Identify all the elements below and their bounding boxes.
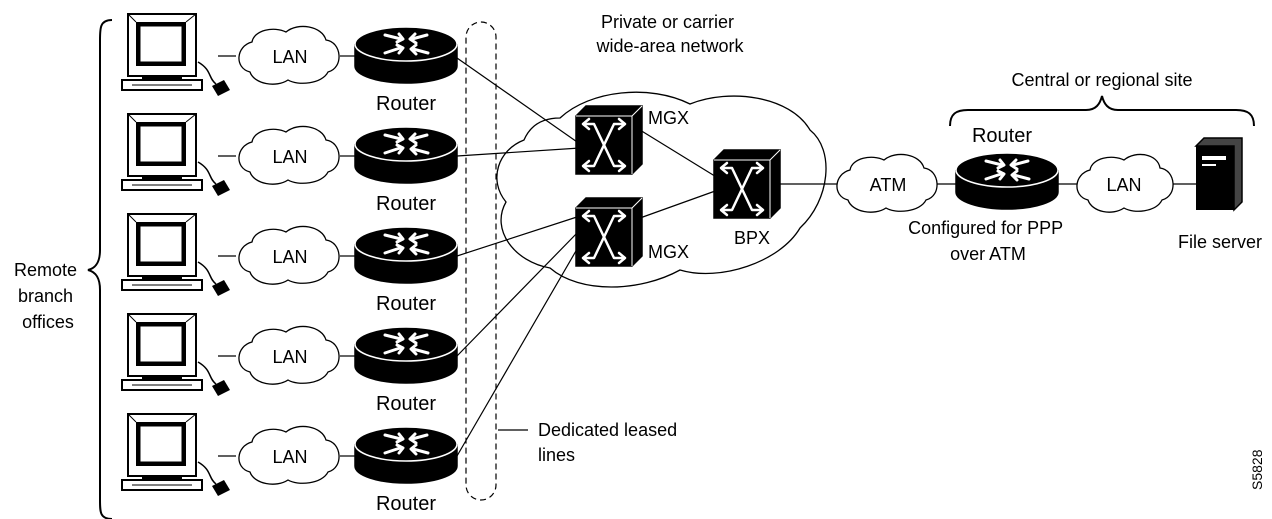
remote-label-line3: offices xyxy=(22,312,74,332)
file-server-label: File server xyxy=(1178,232,1262,252)
svg-text:Configured for PPP over AT: Configured for PPP over ATM xyxy=(908,218,1068,264)
router-label: Router xyxy=(376,493,436,515)
branch-office: LAN Router xyxy=(121,13,459,115)
mgx-bpx-link-1 xyxy=(639,129,719,179)
lan-label: LAN xyxy=(272,47,307,67)
mgx-top-label: MGX xyxy=(648,108,689,128)
remote-offices-brace xyxy=(87,19,113,519)
atm-label: ATM xyxy=(870,175,907,195)
branch-office: LAN Router xyxy=(121,213,459,315)
router-icon xyxy=(353,325,459,385)
central-router xyxy=(954,151,1060,211)
wan-label-line1: Private or carrier xyxy=(601,12,734,32)
lan-cloud xyxy=(238,225,340,285)
mgx-switch-bottom xyxy=(574,196,644,268)
branch-office: LAN Router xyxy=(121,413,459,515)
lan-cloud xyxy=(238,425,340,485)
central-site-brace xyxy=(949,95,1255,127)
lan-cloud xyxy=(238,125,340,185)
central-router-label: Router xyxy=(972,125,1032,147)
router-icon xyxy=(353,125,459,185)
lan-label: LAN xyxy=(272,347,307,367)
lan-label: LAN xyxy=(272,447,307,467)
bpx-switch xyxy=(712,148,782,220)
bpx-label: BPX xyxy=(734,228,770,248)
router-icon xyxy=(353,25,459,85)
workstation-icon xyxy=(121,13,231,97)
file-server-icon xyxy=(1195,137,1243,211)
leased-lines xyxy=(456,57,581,457)
mgx-bottom-label: MGX xyxy=(648,242,689,262)
svg-text:Remote branch offices: Remote branch offices xyxy=(14,260,82,332)
mgx-bpx-link-2 xyxy=(639,189,719,219)
figure-id: S5828 xyxy=(1249,449,1265,490)
central-site-label: Central or regional site xyxy=(1011,70,1192,90)
router-label: Router xyxy=(376,293,436,315)
central-lan-label: LAN xyxy=(1106,175,1141,195)
central-lan-cloud xyxy=(1076,153,1174,213)
lan-cloud xyxy=(238,325,340,385)
router-icon xyxy=(353,425,459,485)
svg-text:Dedicated leased lines: Dedicated leased lines xyxy=(538,420,682,465)
workstation-icon xyxy=(121,113,231,197)
leased-lines-bracket xyxy=(465,21,497,501)
workstation-icon xyxy=(121,413,231,497)
atm-cloud xyxy=(836,153,938,213)
leased-label-line2: lines xyxy=(538,445,575,465)
router-icon xyxy=(353,225,459,285)
remote-label-line2: branch xyxy=(18,286,73,306)
router-label: Router xyxy=(376,393,436,415)
svg-text:Private or carrier wide-ar: Private or carrier wide-area network xyxy=(595,12,744,56)
config-label-line1: Configured for PPP xyxy=(908,218,1063,238)
remote-label-line1: Remote xyxy=(14,260,77,280)
branch-office: LAN Router xyxy=(121,113,459,215)
branch-office: LAN Router xyxy=(121,313,459,415)
config-label-line2: over ATM xyxy=(950,244,1026,264)
lan-label: LAN xyxy=(272,247,307,267)
leased-label-line1: Dedicated leased xyxy=(538,420,677,440)
router-label: Router xyxy=(376,193,436,215)
workstation-icon xyxy=(121,213,231,297)
router-label: Router xyxy=(376,93,436,115)
lan-cloud xyxy=(238,25,340,85)
lan-label: LAN xyxy=(272,147,307,167)
workstation-icon xyxy=(121,313,231,397)
wan-label-line2: wide-area network xyxy=(595,36,744,56)
mgx-switch-top xyxy=(574,104,644,176)
